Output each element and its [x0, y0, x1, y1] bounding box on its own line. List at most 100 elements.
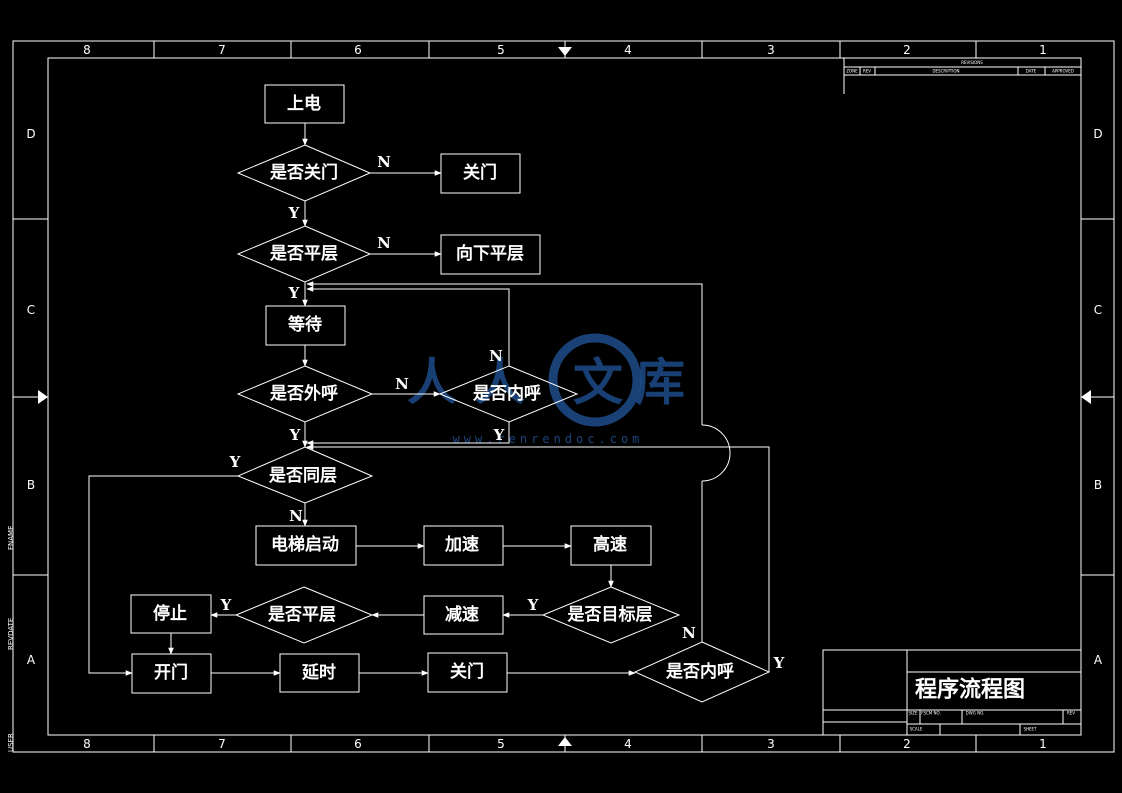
watermark-logo-icon	[548, 333, 642, 427]
node-high-speed: 高速	[570, 525, 652, 566]
decision-door-closed: 是否关门	[236, 144, 372, 202]
drawing-title: 程序流程图	[915, 677, 1025, 703]
title-block: 程序流程图 SIZE FSCM NO. DWG NO. REV SCALE SH…	[822, 649, 1082, 736]
decision-level-1: 是否平层	[236, 225, 372, 283]
watermark: 人 人 文 库 www.renrendoc.com	[407, 333, 685, 446]
branch-labels: N Y N Y N N Y Y Y N Y Y N Y	[220, 153, 785, 672]
row-label: C	[27, 303, 35, 317]
node-stop: 停止	[130, 594, 212, 634]
node-label: 高速	[593, 534, 627, 555]
node-label: 是否内呼	[473, 383, 541, 404]
col-label: 7	[218, 43, 226, 57]
node-label: 是否平层	[268, 605, 336, 625]
row-label: D	[26, 127, 35, 141]
branch-no: N	[289, 507, 303, 525]
center-mark-bottom-icon	[558, 737, 572, 746]
node-label: 上电	[287, 93, 321, 114]
node-label: 延时	[301, 662, 336, 683]
node-close-door-1: 关门	[440, 153, 521, 194]
node-wait: 等待	[265, 305, 346, 346]
node-power-on: 上电	[264, 84, 345, 124]
flow-edges	[88, 123, 770, 676]
branch-no: N	[682, 624, 696, 642]
branch-yes: Y	[229, 453, 241, 471]
watermark-char: 人	[475, 353, 525, 412]
branch-no: N	[489, 347, 503, 365]
col-label: 5	[497, 737, 505, 751]
node-label: 是否目标层	[568, 604, 653, 625]
col-label: 8	[83, 43, 91, 57]
col-label: 6	[354, 43, 362, 57]
branch-no: N	[395, 375, 409, 393]
watermark-char: 文	[573, 353, 623, 412]
col-label: 4	[624, 43, 632, 57]
branch-yes: Y	[773, 654, 785, 672]
watermark-url: www.renrendoc.com	[453, 432, 644, 446]
node-label: 关门	[463, 162, 497, 183]
node-label: 是否同层	[269, 466, 337, 486]
col-label: 1	[1039, 43, 1047, 57]
edge	[306, 281, 703, 425]
node-label: 开门	[154, 662, 188, 683]
node-label: 关门	[450, 661, 484, 682]
branch-yes: Y	[288, 204, 300, 222]
decision-same-floor: 是否同层	[236, 446, 374, 504]
branch-yes: Y	[493, 426, 505, 444]
watermark-char: 人	[407, 353, 457, 412]
edge-crossover	[701, 424, 731, 482]
decision-inner-call-1: 是否内呼	[438, 365, 579, 423]
row-label: C	[1094, 303, 1102, 317]
node-label: 向下平层	[456, 243, 524, 264]
branch-yes: Y	[288, 284, 300, 302]
node-label: 是否外呼	[270, 383, 338, 404]
side-label-user: USER	[7, 733, 15, 752]
center-mark-right-icon	[1081, 390, 1091, 404]
flow-nodes: 上电 是否关门 关门 是否平层 向下平层 等待 是否外呼 是否内呼	[130, 84, 771, 703]
col-label: 2	[903, 43, 911, 57]
decision-level-2: 是否平层	[234, 586, 374, 644]
edge	[88, 475, 238, 676]
col-label: 4	[624, 737, 632, 751]
center-mark-left-icon	[38, 390, 48, 404]
row-label: A	[27, 653, 36, 667]
revision-col: APPROVED	[1052, 69, 1074, 74]
side-label-revdate: REVDATE	[7, 618, 15, 650]
node-accelerate: 加速	[423, 525, 504, 566]
node-decelerate: 减速	[423, 595, 504, 635]
title-field: SHEET	[1023, 727, 1037, 732]
node-label: 停止	[153, 603, 187, 624]
decision-target-floor: 是否目标层	[541, 586, 681, 644]
row-label: B	[27, 478, 35, 492]
revision-col: DESCRIPTION	[932, 69, 959, 74]
title-field: REV	[1067, 711, 1075, 716]
title-field: FSCM NO.	[921, 711, 941, 716]
branch-yes: Y	[527, 596, 539, 614]
row-label: A	[1094, 653, 1103, 667]
node-label: 是否内呼	[666, 661, 734, 682]
revision-col: ZONE	[846, 69, 858, 74]
branch-yes: Y	[289, 426, 301, 444]
col-label: 5	[497, 43, 505, 57]
title-field: DWG NO.	[966, 711, 985, 716]
side-label-fname: FNAME	[7, 525, 15, 550]
node-open-door: 开门	[131, 653, 212, 694]
node-start: 电梯启动	[255, 525, 357, 566]
revision-header: REVISIONS	[961, 60, 983, 65]
node-label: 电梯启动	[271, 534, 339, 555]
branch-no: N	[377, 153, 391, 171]
node-level-down: 向下平层	[440, 234, 541, 275]
node-label: 是否平层	[270, 244, 338, 264]
node-label: 减速	[445, 604, 479, 625]
branch-yes: Y	[220, 596, 232, 614]
col-label: 7	[218, 737, 226, 751]
revision-col: DATE	[1026, 69, 1037, 74]
revision-col: REV	[863, 69, 871, 74]
row-label: D	[1093, 127, 1102, 141]
row-label: B	[1094, 478, 1102, 492]
node-label: 加速	[444, 534, 479, 555]
node-label: 是否关门	[270, 162, 338, 183]
col-label: 3	[767, 737, 775, 751]
edge	[306, 444, 770, 672]
node-label: 等待	[288, 314, 322, 335]
col-label: 2	[903, 737, 911, 751]
